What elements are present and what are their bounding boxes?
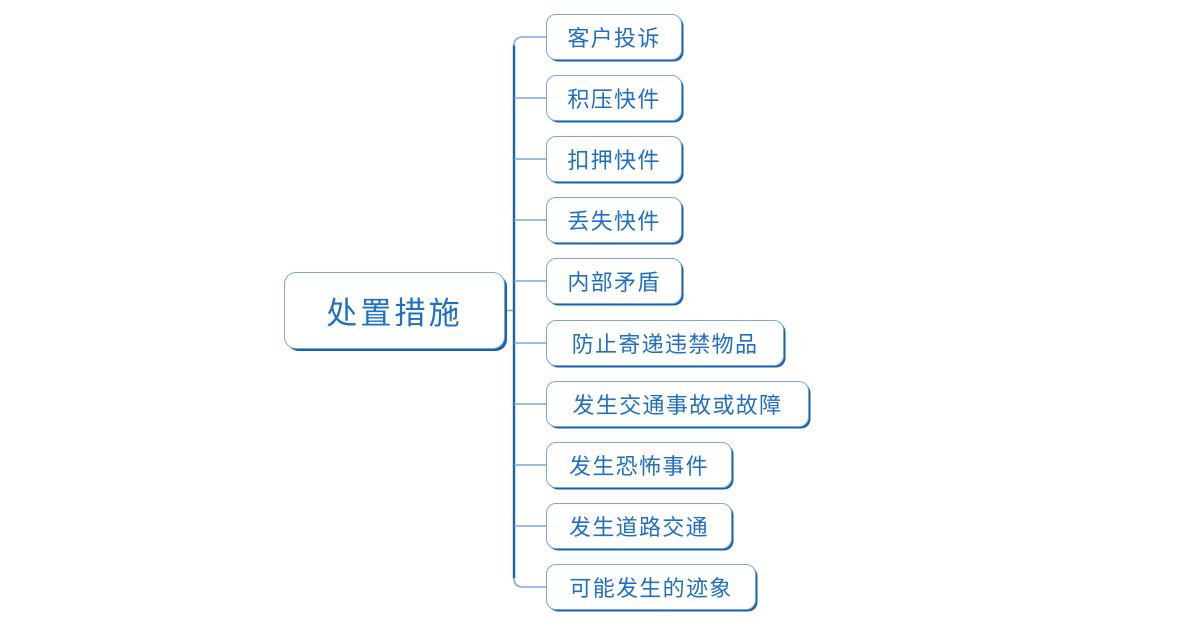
child-node[interactable]: 发生恐怖事件: [546, 442, 732, 488]
child-node-label: 积压快件: [567, 87, 661, 112]
child-node-label: 丢失快件: [567, 209, 661, 234]
child-node-label: 防止寄递违禁物品: [571, 332, 759, 357]
child-node-label: 发生恐怖事件: [569, 454, 709, 479]
root-node-label: 处置措施: [326, 296, 463, 331]
child-node-label: 可能发生的迹象: [569, 576, 733, 601]
child-node[interactable]: 防止寄递违禁物品: [546, 320, 784, 366]
child-node[interactable]: 可能发生的迹象: [546, 564, 756, 610]
child-node[interactable]: 内部矛盾: [546, 258, 682, 304]
child-node[interactable]: 发生道路交通: [546, 503, 732, 549]
child-node-label: 扣押快件: [567, 148, 661, 173]
connector-path: [513, 36, 546, 47]
child-node[interactable]: 扣押快件: [546, 136, 682, 182]
connector-path: [513, 577, 546, 588]
child-node[interactable]: 客户投诉: [546, 14, 682, 60]
child-node-label: 客户投诉: [567, 26, 661, 51]
child-node[interactable]: 丢失快件: [546, 197, 682, 243]
child-node[interactable]: 积压快件: [546, 75, 682, 121]
child-node[interactable]: 发生交通事故或故障: [546, 381, 809, 427]
child-node-label: 发生道路交通: [569, 515, 709, 540]
child-node-label: 发生交通事故或故障: [572, 393, 783, 418]
child-node-label: 内部矛盾: [567, 270, 661, 295]
root-node[interactable]: 处置措施: [284, 272, 505, 349]
